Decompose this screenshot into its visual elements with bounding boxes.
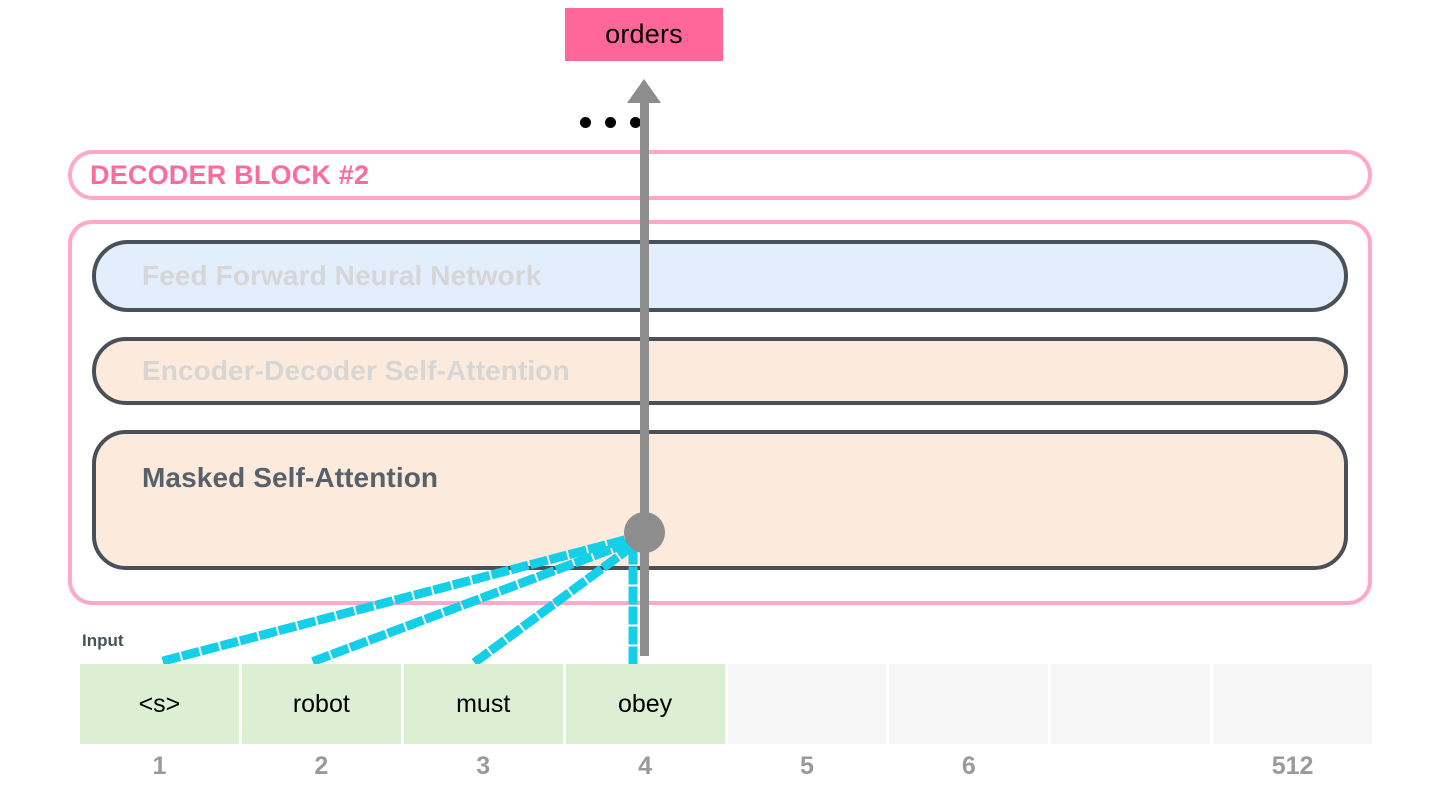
position-index: 6 [961, 752, 976, 780]
input-token-text: must [456, 689, 511, 718]
position-index: 1 [152, 752, 167, 780]
sublayer-feed-forward-neural-network: Feed Forward Neural Network [92, 240, 1348, 312]
position-index: 512 [1271, 752, 1314, 780]
position-index: 5 [799, 752, 814, 780]
ellipsis-icon [580, 117, 641, 128]
input-token-cell[interactable]: robot [241, 664, 401, 744]
decoder-block-header: DECODER BLOCK #2 [68, 150, 1372, 200]
position-index [1051, 752, 1210, 786]
input-token-cell[interactable] [889, 664, 1049, 744]
sublayer-label-masked-self-attention: Masked Self-Attention [142, 462, 439, 493]
input-token-text: obey [617, 689, 673, 718]
sublayer-label-feed-forward: Feed Forward Neural Network [142, 260, 542, 291]
input-token-strip: <s> robot must obey [80, 664, 1372, 744]
input-token-cell[interactable]: must [403, 664, 563, 744]
input-token-cell[interactable]: <s> [80, 664, 239, 744]
output-token-chip: orders [565, 8, 723, 61]
decoder-block-body [68, 220, 1372, 605]
position-index-strip: 1 2 3 4 5 6 512 [80, 752, 1372, 786]
input-token-cell[interactable] [1213, 664, 1372, 744]
ellipsis-dot [630, 117, 641, 128]
sublayer-label-encoder-decoder: Encoder-Decoder Self-Attention [142, 355, 570, 386]
input-token-cell[interactable] [1051, 664, 1211, 744]
decoder-block-title: DECODER BLOCK #2 [90, 159, 370, 190]
attention-focus-node [624, 512, 665, 553]
input-label: Input [82, 631, 124, 650]
input-token-text: <s> [138, 689, 181, 718]
position-index: 2 [314, 752, 329, 780]
sublayer-encoder-decoder-self-attention: Encoder-Decoder Self-Attention [92, 337, 1348, 405]
input-token-cell[interactable]: obey [565, 664, 725, 744]
sublayer-masked-self-attention: Masked Self-Attention [92, 430, 1348, 570]
input-token-cell[interactable] [727, 664, 887, 744]
ellipsis-dot [605, 117, 616, 128]
ellipsis-dot [580, 117, 591, 128]
flow-arrow-head-icon [627, 79, 661, 103]
position-index: 3 [476, 752, 491, 780]
position-index: 4 [638, 752, 653, 780]
output-token-label: orders [605, 19, 683, 49]
flow-arrow-shaft [640, 96, 649, 656]
input-token-text: robot [292, 689, 350, 718]
